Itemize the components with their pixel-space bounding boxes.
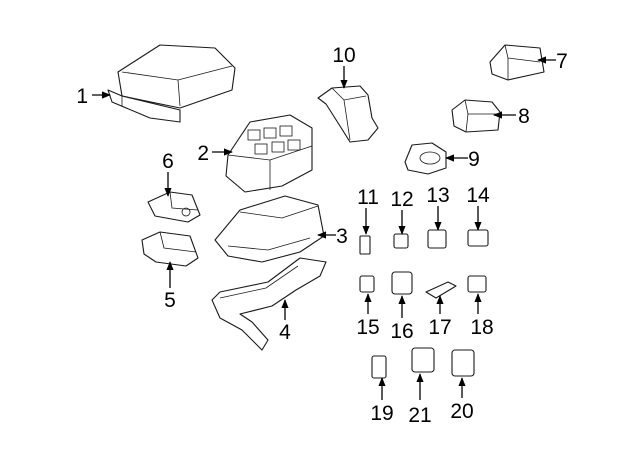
part-11-fuse — [359, 235, 371, 255]
part-16-relay — [391, 271, 413, 295]
callout-19: 19 — [370, 402, 393, 425]
part-19-fuse — [371, 355, 387, 379]
callout-6: 6 — [162, 150, 174, 173]
part-6-relay-module — [147, 191, 201, 223]
part-10-bracket — [317, 85, 379, 143]
callout-8: 8 — [518, 105, 530, 128]
callout-4: 4 — [279, 321, 291, 344]
part-17-fuse-link — [425, 281, 457, 299]
callout-16: 16 — [390, 320, 413, 343]
callout-2: 2 — [197, 142, 209, 165]
callout-12: 12 — [390, 188, 413, 211]
part-12-fuse — [393, 233, 409, 249]
part-18-fuse — [467, 275, 487, 293]
callout-1: 1 — [76, 85, 88, 108]
callout-13: 13 — [426, 184, 449, 207]
part-9-cover-bracket — [404, 142, 447, 175]
part-3-fuse-box-base — [214, 195, 325, 263]
part-4-mounting-bracket — [211, 257, 327, 351]
callout-17: 17 — [428, 316, 451, 339]
part-2-relay-block — [225, 114, 313, 193]
part-21-relay — [411, 347, 435, 373]
callout-9: 9 — [468, 148, 480, 171]
callout-10: 10 — [332, 44, 355, 67]
callout-14: 14 — [466, 184, 490, 207]
callout-11: 11 — [357, 186, 379, 209]
part-8-module — [451, 99, 501, 133]
callout-18: 18 — [470, 316, 493, 339]
part-14-fuse — [467, 229, 489, 247]
callout-5: 5 — [164, 289, 176, 312]
part-5-holder — [141, 231, 199, 267]
callout-21: 21 — [408, 404, 431, 427]
part-20-relay — [451, 349, 475, 377]
part-13-fuse — [427, 229, 447, 249]
part-15-fuse — [359, 275, 375, 293]
callout-3: 3 — [336, 225, 348, 248]
part-7-relay-cover — [489, 44, 545, 81]
callout-15: 15 — [356, 316, 379, 339]
callout-20: 20 — [450, 400, 473, 423]
part-1-fuse-box-cover — [107, 44, 236, 123]
callout-7: 7 — [556, 50, 568, 73]
